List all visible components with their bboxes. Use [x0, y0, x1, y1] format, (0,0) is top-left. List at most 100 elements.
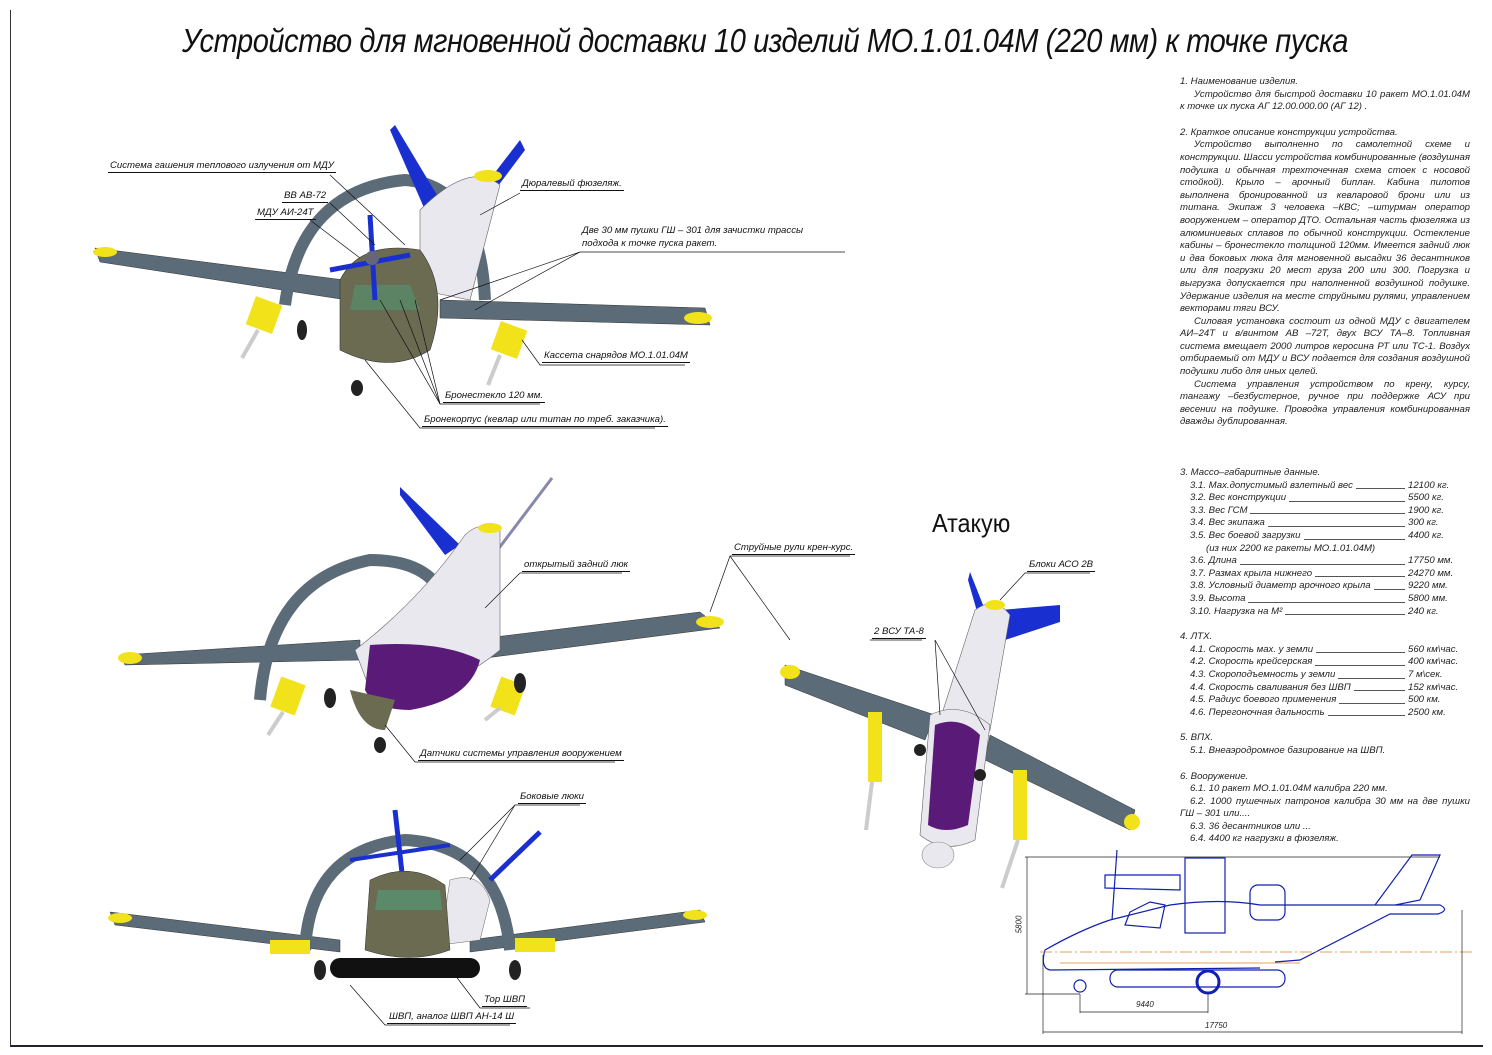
- aircraft-view-rear: [118, 477, 724, 753]
- spec-row: 3.3. Вес ГСМ 1900 кг.: [1190, 505, 1470, 518]
- leader-dots: [1289, 500, 1405, 502]
- spec-value: 152 км\час.: [1408, 681, 1459, 693]
- callout-tor: Тор ШВП: [482, 994, 528, 1007]
- spec-value: 7 м\сек.: [1408, 668, 1443, 680]
- leader-dots: [1315, 576, 1405, 578]
- aircraft-view-attack: [780, 572, 1140, 889]
- spec-label: 3.2. Вес конструкции: [1190, 492, 1287, 504]
- callout-armored-hull: Бронекорпус (кевлар или титан по треб. з…: [422, 414, 668, 427]
- callout-armored-glass: Бронестекло 120 мм.: [443, 390, 545, 403]
- spec-value: 2500 км.: [1408, 706, 1446, 718]
- spec-value: 5500 кг.: [1408, 492, 1444, 504]
- spec-value: 12100 кг.: [1408, 479, 1450, 491]
- dim-length: 17750: [1205, 1021, 1228, 1030]
- sheet-frame: [10, 10, 1483, 1047]
- callout-thermal-suppression: Система гашения теплового излучения от М…: [108, 160, 336, 173]
- leader-dots: [1327, 715, 1405, 717]
- spec-label: 3.3. Вес ГСМ: [1190, 504, 1248, 516]
- section-2-para-2: Силовая установка состоит из одной МДУ с…: [1180, 315, 1470, 378]
- callout-propeller: ВВ АВ-72: [282, 190, 329, 203]
- section-2-heading: 2. Краткое описание конструкции устройст…: [1180, 126, 1398, 138]
- callout-air-cushion: ШВП, аналог ШВП АН-14 Ш: [387, 1011, 517, 1024]
- spec-value: 500 км.: [1408, 694, 1441, 706]
- section-1-text: Устройство для быстрой доставки 10 ракет…: [1180, 88, 1470, 113]
- callout-jet-rudders: Струйные рули крен-курс.: [732, 542, 856, 555]
- spec-value: 560 км\час.: [1408, 643, 1459, 655]
- section-6-item: 6.1. 10 ракет МО.1.01.04М калибра 220 мм…: [1190, 783, 1388, 795]
- specification-block: 1. Наименование изделия. Устройство для …: [1180, 76, 1470, 846]
- section-2-para-1: Устройство выполненно по самолетной схем…: [1180, 139, 1470, 315]
- spec-value: 9220 мм.: [1408, 580, 1448, 592]
- leader-dots: [1250, 513, 1405, 515]
- section-1-heading: 1. Наименование изделия.: [1180, 76, 1299, 87]
- section-4-heading: 4. ЛТХ.: [1180, 631, 1213, 643]
- dim-height: 5800: [1014, 915, 1024, 934]
- spec-label: 3.7. Размах крыла нижнего: [1190, 567, 1313, 579]
- spec-row: 3.5. Вес боевой загрузки 4400 кг.: [1190, 530, 1470, 543]
- callout-aso-blocks: Блоки АСО 2В: [1027, 559, 1096, 572]
- spec-value: 5800 мм.: [1408, 592, 1448, 604]
- spec-label: 4.1. Скорость мах. у земли: [1190, 643, 1314, 655]
- leader-lines: [309, 174, 1090, 1026]
- spec-value: 300 кг.: [1408, 517, 1439, 529]
- leader-dots: [1338, 677, 1405, 679]
- aircraft-side-view: [1025, 849, 1475, 1034]
- spec-row: 3.2. Вес конструкции 5500 кг.: [1190, 492, 1470, 505]
- leader-dots: [1248, 601, 1405, 603]
- spec-label: 3.5. Вес боевой загрузки: [1190, 530, 1301, 541]
- spec-row: 4.5. Радиус боевого применения 500 км.: [1190, 694, 1470, 707]
- spec-row: 3.8. Условный диаметр арочного крыла 9220…: [1190, 580, 1470, 593]
- spec-label: 3.10. Нагрузка на М²: [1190, 605, 1283, 617]
- spec-row: 4.6. Перегоночная дальность 2500 км.: [1190, 707, 1470, 720]
- leader-dots: [1355, 488, 1405, 490]
- aircraft-view-front-hover: [108, 809, 707, 980]
- section-6-heading: 6. Вооружение.: [1180, 770, 1249, 782]
- spec-value: 4400 кг.: [1408, 530, 1444, 541]
- spec-row: 3.7. Размах крыла нижнего 24270 мм.: [1190, 568, 1470, 581]
- leader-dots: [1267, 526, 1405, 527]
- spec-label: 4.3. Скороподъемность у земли: [1190, 668, 1336, 680]
- spec-label: 3.1. Мах.допустимый взлетный вес: [1190, 479, 1353, 491]
- spec-value: 24270 мм.: [1408, 567, 1454, 579]
- leader-dots: [1373, 588, 1405, 590]
- callout-side-hatches: Боковые люки: [518, 791, 587, 804]
- leader-dots: [1316, 652, 1405, 654]
- spec-row: 4.4. Скорость сваливания без ШВП 152 км\ч…: [1190, 682, 1470, 695]
- dim-wheelbase: 9440: [1136, 1000, 1154, 1009]
- spec-row: 4.3. Скороподъемность у земли 7 м\сек.: [1190, 669, 1470, 682]
- section-6-item: 6.2. 1000 пушечных патронов калибра 30 м…: [1180, 795, 1470, 820]
- leader-dots: [1315, 664, 1405, 666]
- spec-value: 240 кг.: [1408, 605, 1439, 617]
- spec-label: 3.8. Условный диаметр арочного крыла: [1190, 580, 1371, 592]
- callout-weapon-sensors: Датчики системы управления вооружением: [418, 748, 624, 761]
- aircraft-view-front: [93, 125, 712, 396]
- leader-dots: [1285, 614, 1405, 616]
- callout-guns: Две 30 мм пушки ГШ – 301 для зачистки тр…: [582, 225, 804, 249]
- attack-label: Атакую: [932, 508, 1011, 538]
- spec-label: 4.5. Радиус боевого применения: [1190, 694, 1337, 706]
- section-6-item: 6.4. 4400 кг нагрузки в фюзеляж.: [1190, 833, 1339, 845]
- section-6-item: 6.3. 36 десантников или ...: [1190, 820, 1311, 832]
- spec-row: 4.1. Скорость мах. у земли 560 км\час.: [1190, 644, 1470, 657]
- spec-label: 4.6. Перегоночная дальность: [1190, 706, 1325, 718]
- callout-fuselage: Дюралевый фюзеляж.: [520, 178, 624, 191]
- section-5-item: 5.1. Внеаэродромное базирование на ШВП.: [1190, 744, 1386, 756]
- spec-value: 400 км\час.: [1408, 656, 1459, 668]
- spec-label: 4.4. Скорость сваливания без ШВП: [1190, 681, 1351, 693]
- callout-rear-hatch: открытый задний люк: [522, 559, 631, 572]
- spec-row: 3.1. Мах.допустимый взлетный вес 12100 кг…: [1190, 480, 1470, 493]
- spec-row: 3.10. Нагрузка на М² 240 кг.: [1190, 606, 1470, 619]
- section-5-heading: 5. ВПХ.: [1180, 732, 1214, 744]
- sheet-title: Устройство для мгновенной доставки 10 из…: [182, 22, 1348, 59]
- spec-value: 17750 мм.: [1408, 555, 1454, 567]
- spec-value: 1900 кг.: [1408, 504, 1444, 516]
- callout-apu: 2 ВСУ ТА-8: [872, 626, 926, 639]
- leader-dots: [1353, 690, 1405, 692]
- section-3-heading: 3. Массо–габаритные данные.: [1180, 467, 1321, 479]
- callout-engine: МДУ АИ-24Т: [255, 207, 316, 220]
